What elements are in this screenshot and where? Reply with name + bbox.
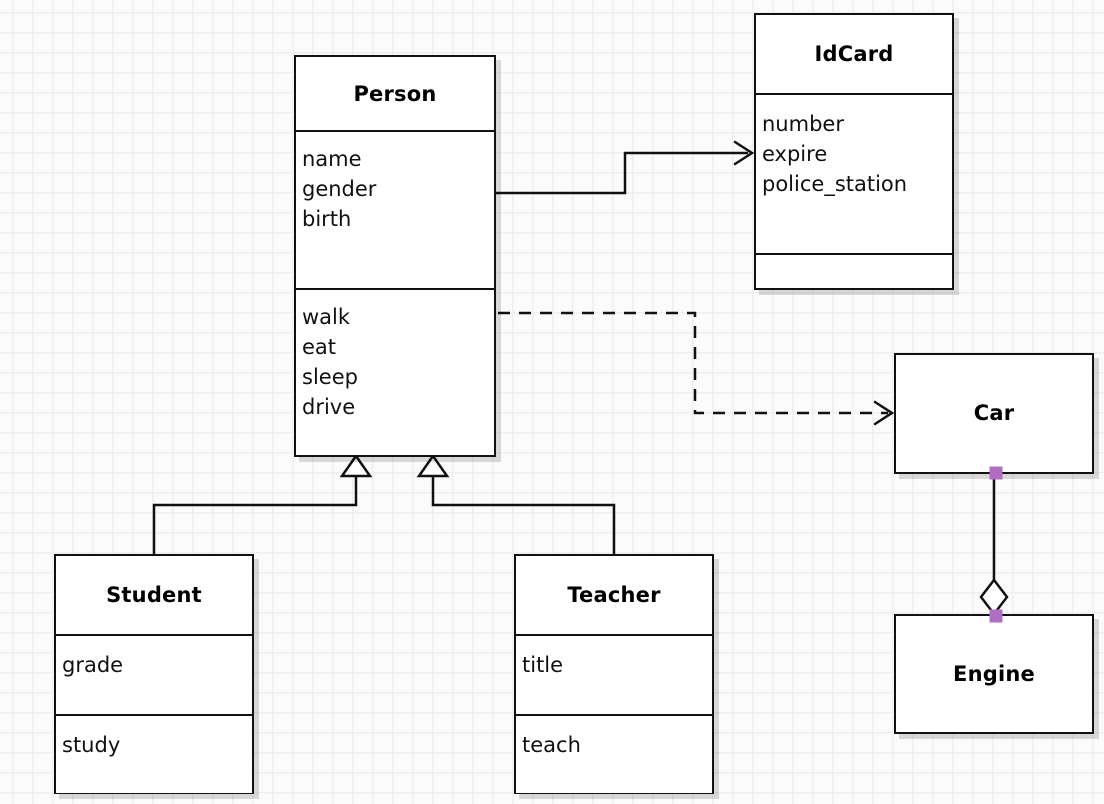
class-student-operations: study bbox=[56, 714, 252, 793]
operation-item: eat bbox=[302, 335, 337, 359]
operation-item: teach bbox=[522, 733, 581, 757]
class-person-attributes: name gender birth bbox=[296, 130, 494, 288]
class-engine-title: Engine bbox=[896, 616, 1092, 731]
class-person-operations: walk eat sleep drive bbox=[296, 288, 494, 454]
class-student[interactable]: Student grade study bbox=[54, 554, 254, 794]
attribute-item: police_station bbox=[762, 172, 908, 196]
operation-item: drive bbox=[302, 395, 356, 419]
class-teacher-operations: teach bbox=[516, 714, 712, 793]
attribute-item: number bbox=[762, 112, 844, 136]
edge-student-person bbox=[152, 453, 373, 554]
attribute-item: name bbox=[302, 147, 362, 171]
port-car-bottom bbox=[989, 466, 1003, 480]
class-teacher[interactable]: Teacher title teach bbox=[514, 554, 714, 794]
attribute-item: gender bbox=[302, 177, 377, 201]
operation-item: sleep bbox=[302, 365, 358, 389]
operation-item: walk bbox=[302, 305, 351, 329]
edge-person-car bbox=[498, 311, 895, 426]
class-car-title: Car bbox=[896, 355, 1092, 471]
attribute-item: expire bbox=[762, 142, 828, 166]
edge-teacher-person bbox=[416, 453, 616, 554]
attribute-item: grade bbox=[62, 653, 124, 677]
port-engine-top bbox=[989, 609, 1003, 623]
class-car[interactable]: Car bbox=[894, 353, 1094, 480]
class-person[interactable]: Person name gender birth walk eat sleep … bbox=[294, 55, 496, 457]
class-idcard-attributes: number expire police_station bbox=[756, 93, 952, 253]
class-idcard-operations bbox=[756, 253, 952, 287]
class-engine[interactable]: Engine bbox=[894, 609, 1094, 734]
class-idcard-title: IdCard bbox=[756, 15, 952, 93]
class-student-attributes: grade bbox=[56, 634, 252, 714]
operation-item: study bbox=[62, 733, 121, 757]
edge-car-engine bbox=[979, 474, 1009, 617]
class-teacher-title: Teacher bbox=[516, 556, 712, 634]
edge-person-idcard bbox=[496, 140, 755, 195]
attribute-item: birth bbox=[302, 207, 352, 231]
class-person-title: Person bbox=[296, 57, 494, 130]
class-idcard[interactable]: IdCard number expire police_station bbox=[754, 13, 954, 290]
attribute-item: title bbox=[522, 653, 564, 677]
class-teacher-attributes: title bbox=[516, 634, 712, 714]
class-student-title: Student bbox=[56, 556, 252, 634]
